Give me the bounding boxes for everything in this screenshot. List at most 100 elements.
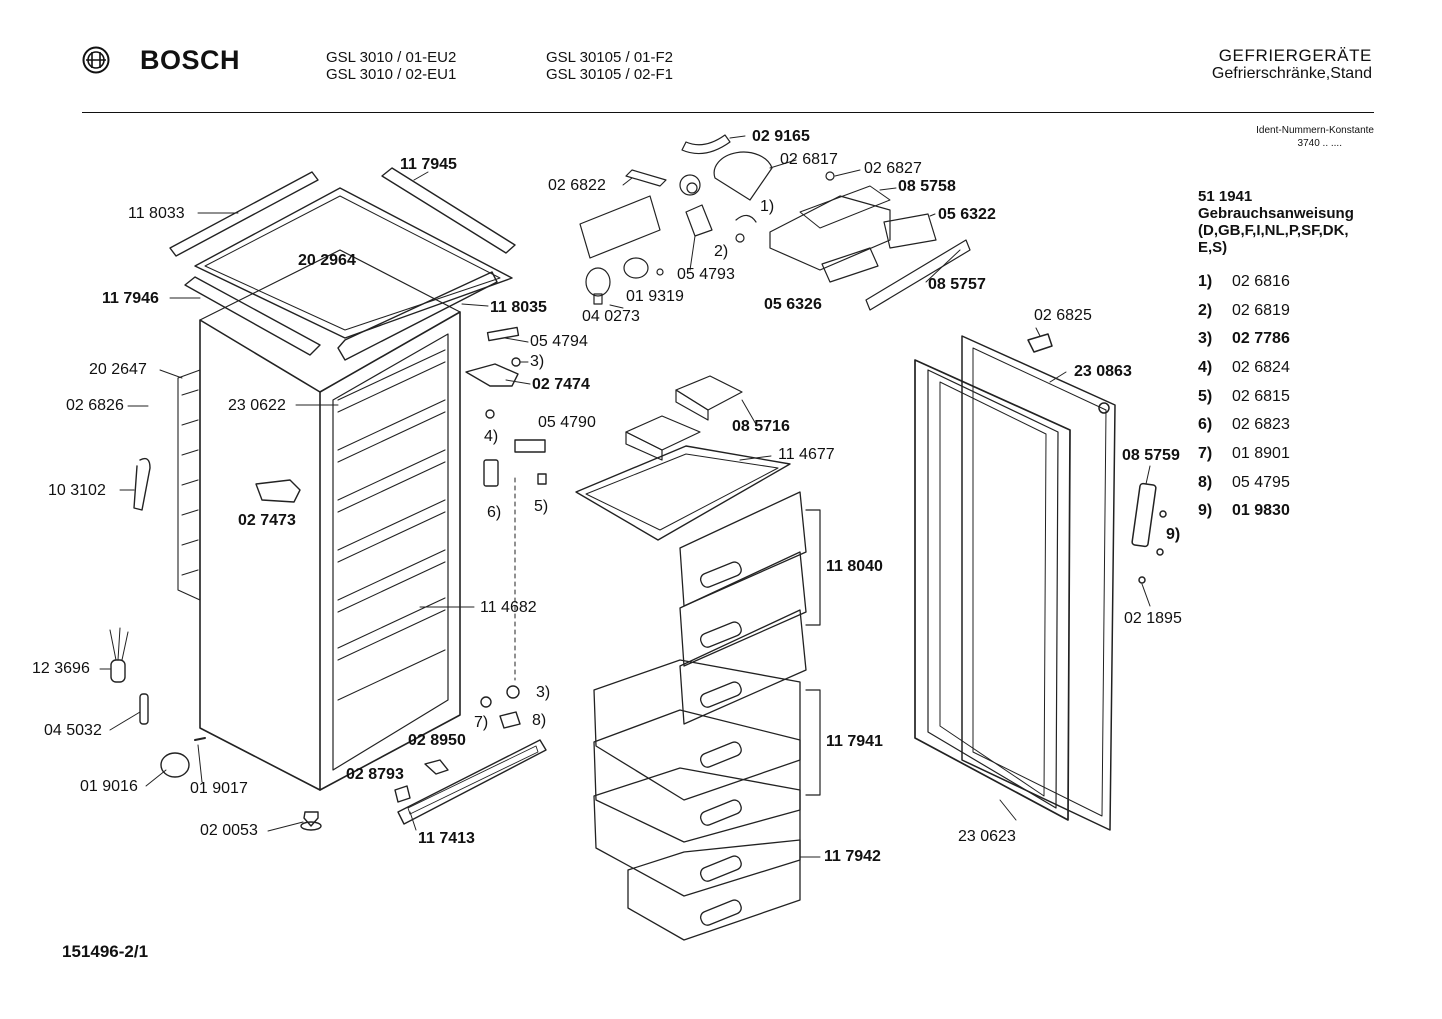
parts-list-index: 9)	[1198, 502, 1213, 519]
adjustable-foot	[303, 811, 319, 827]
parts-list-number: 01 9830	[1232, 502, 1290, 519]
wire-shelves	[337, 349, 446, 701]
callout-label: 10 3102	[48, 482, 106, 499]
left-top-rail	[169, 171, 319, 257]
drawer-stack	[593, 491, 807, 941]
parts-list-index: 7)	[1198, 445, 1213, 462]
callout-label: 7)	[474, 714, 489, 731]
parts-list-index: 2)	[1198, 302, 1213, 319]
callout-label: 02 6827	[864, 160, 922, 177]
front-top-trim	[184, 271, 498, 361]
callout-label: 3)	[530, 353, 545, 370]
parts-list-number: 02 6815	[1232, 388, 1290, 405]
lamp-housing	[465, 363, 519, 387]
parts-list-index: 1)	[1198, 273, 1213, 290]
parts-list-index: 4)	[1198, 359, 1213, 376]
manual-part-number: 51 1941	[1198, 188, 1253, 205]
callout-label: 02 0053	[200, 822, 258, 839]
thermostat-probe	[110, 659, 126, 683]
callout-label: 04 0273	[582, 308, 640, 325]
callout-label: 05 6322	[938, 206, 996, 223]
door-assembly	[914, 333, 1167, 831]
callout-label: 11 7941	[826, 733, 883, 750]
hinge-plate	[486, 326, 520, 342]
callout-label: 05 4790	[538, 414, 596, 431]
callout-label: 4)	[484, 428, 499, 445]
callout-label: 02 8950	[408, 732, 466, 749]
callout-label: 8)	[532, 712, 547, 729]
kick-plate	[397, 739, 547, 825]
callout-label: 23 0623	[958, 828, 1016, 845]
callout-label: 11 8035	[490, 299, 547, 316]
parts-list-index: 3)	[1198, 330, 1213, 347]
small-5	[537, 473, 547, 485]
callout-label: 11 7413	[418, 830, 475, 847]
model-number: GSL 3010 / 01-EU2	[326, 49, 457, 66]
callout-label: 11 7945	[400, 156, 457, 173]
foot-roller	[160, 752, 190, 778]
callout-label: 6)	[487, 504, 502, 521]
callout-label: 04 5032	[44, 722, 102, 739]
callout-label: 5)	[534, 498, 549, 515]
callout-label: 11 7942	[824, 848, 881, 865]
callout-label: 05 4794	[530, 333, 588, 350]
header-divider	[82, 112, 1374, 113]
callout-label: 02 1895	[1124, 610, 1182, 627]
callout-label: 2)	[714, 243, 729, 260]
ident-value: 3740 .. ....	[1297, 138, 1342, 149]
callout-label: 01 9017	[190, 780, 248, 797]
model-number: GSL 30105 / 02-F1	[546, 66, 674, 83]
parts-list-number: 02 6823	[1232, 416, 1290, 433]
switch-part	[514, 439, 546, 453]
bosch-logo-icon	[82, 46, 110, 74]
callout-label: 05 6326	[764, 296, 822, 313]
callout-label: 9)	[1166, 526, 1181, 543]
callout-label: 11 4682	[480, 599, 537, 616]
callout-label: 01 9319	[626, 288, 684, 305]
model-number: GSL 30105 / 01-F2	[546, 49, 674, 66]
glass-shelf	[575, 445, 791, 541]
leader-lines	[99, 135, 1151, 858]
callout-label: 08 5757	[928, 276, 986, 293]
ident-label: Ident-Nummern-Konstante	[1256, 125, 1374, 136]
callout-label: 02 8793	[346, 766, 404, 783]
manual-title: Gebrauchsanweisung	[1198, 205, 1354, 222]
door-handle	[1131, 482, 1157, 548]
callout-label: 12 3696	[32, 660, 90, 677]
right-top-rail	[381, 167, 516, 254]
callout-label: 20 2964	[298, 252, 356, 269]
callout-label: 11 8033	[128, 205, 185, 222]
callout-label: 23 0622	[228, 397, 286, 414]
callout-label: 11 7946	[102, 290, 159, 307]
callout-label: 08 5759	[1122, 447, 1180, 464]
top-cover-plate	[194, 187, 513, 339]
switch-6	[483, 459, 499, 487]
pin-part	[139, 693, 149, 725]
callout-label: 1)	[760, 198, 775, 215]
brand-name: BOSCH	[140, 45, 241, 75]
callout-label: 08 5758	[898, 178, 956, 195]
callout-label: 11 8040	[826, 558, 883, 575]
parts-list-number: 02 6824	[1232, 359, 1290, 376]
parts-list-index: 8)	[1198, 474, 1213, 491]
bracket-027473	[255, 479, 301, 503]
parts-list-number: 05 4795	[1232, 474, 1290, 491]
control-electronics	[579, 134, 971, 311]
drain-pipe	[133, 457, 151, 511]
callout-label: 02 7474	[532, 376, 590, 393]
condenser-coil	[177, 369, 201, 601]
callout-label: 3)	[536, 684, 551, 701]
category-subtitle: Gefrierschränke,Stand	[1211, 65, 1372, 82]
callout-label: 02 6817	[780, 151, 838, 168]
parts-list-index: 5)	[1198, 388, 1213, 405]
callout-label: 08 5716	[732, 418, 790, 435]
callout-label: 01 9016	[80, 778, 138, 795]
callout-label: 02 6825	[1034, 307, 1092, 324]
callout-label: 23 0863	[1074, 363, 1132, 380]
ice-packs	[625, 375, 743, 461]
callout-label: 20 2647	[89, 361, 147, 378]
model-number: GSL 3010 / 02-EU1	[326, 66, 457, 83]
callout-label: 02 6826	[66, 397, 124, 414]
manual-languages: (D,GB,F,I,NL,P,SF,DK,	[1198, 222, 1349, 239]
